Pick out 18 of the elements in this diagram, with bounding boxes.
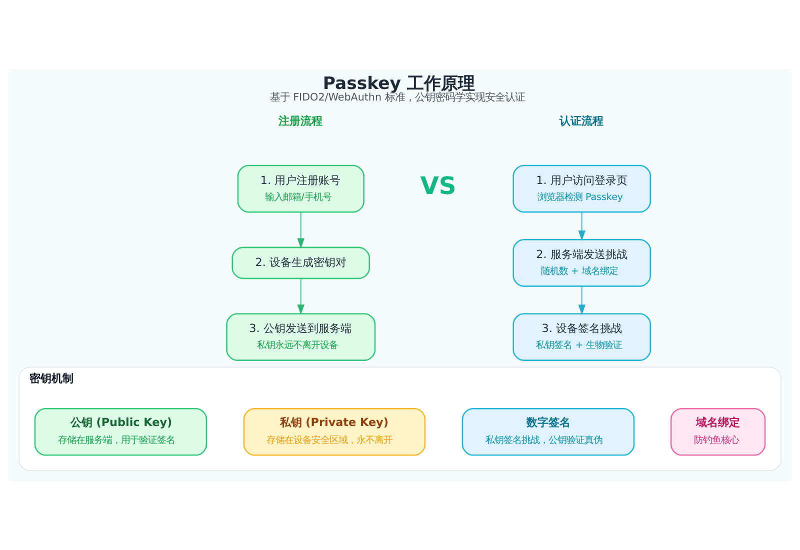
node-box: 私钥 (Private Key) 存储在设备安全区域，永不离开 xyxy=(243,408,426,456)
label: VS xyxy=(420,172,456,200)
node-box: 3. 公钥发送到服务端 私钥永远不离开设备 xyxy=(226,313,376,361)
node-box: 3. 设备签名挑战 私钥签名 + 生物验证 xyxy=(512,313,652,361)
arrow xyxy=(578,212,586,241)
node-box: 2. 设备生成密钥对 xyxy=(232,246,370,280)
node-box: 2. 服务端发送挑战 随机数 + 域名绑定 xyxy=(512,239,652,287)
arrow xyxy=(297,278,304,315)
label: 认证流程 xyxy=(559,114,604,128)
caption: 基于 FIDO2/WebAuthn 标准，公钥密码学实现安全认证 xyxy=(270,92,525,104)
node-box: 1. 用户注册账号 输入邮箱/手机号 xyxy=(237,164,364,213)
node-box: 域名绑定 防钓鱼核心 xyxy=(670,408,766,456)
node-box: 公钥 (Public Key) 存储在服务端，用于验证签名 xyxy=(34,408,208,456)
arrow xyxy=(297,212,304,249)
node-box: 1. 用户访问登录页 浏览器检测 Passkey xyxy=(512,164,652,213)
label: 注册流程 xyxy=(278,114,322,128)
arrow xyxy=(578,286,586,315)
node-box: 数字签名 私钥签名挑战，公钥验证真伪 xyxy=(462,408,635,456)
